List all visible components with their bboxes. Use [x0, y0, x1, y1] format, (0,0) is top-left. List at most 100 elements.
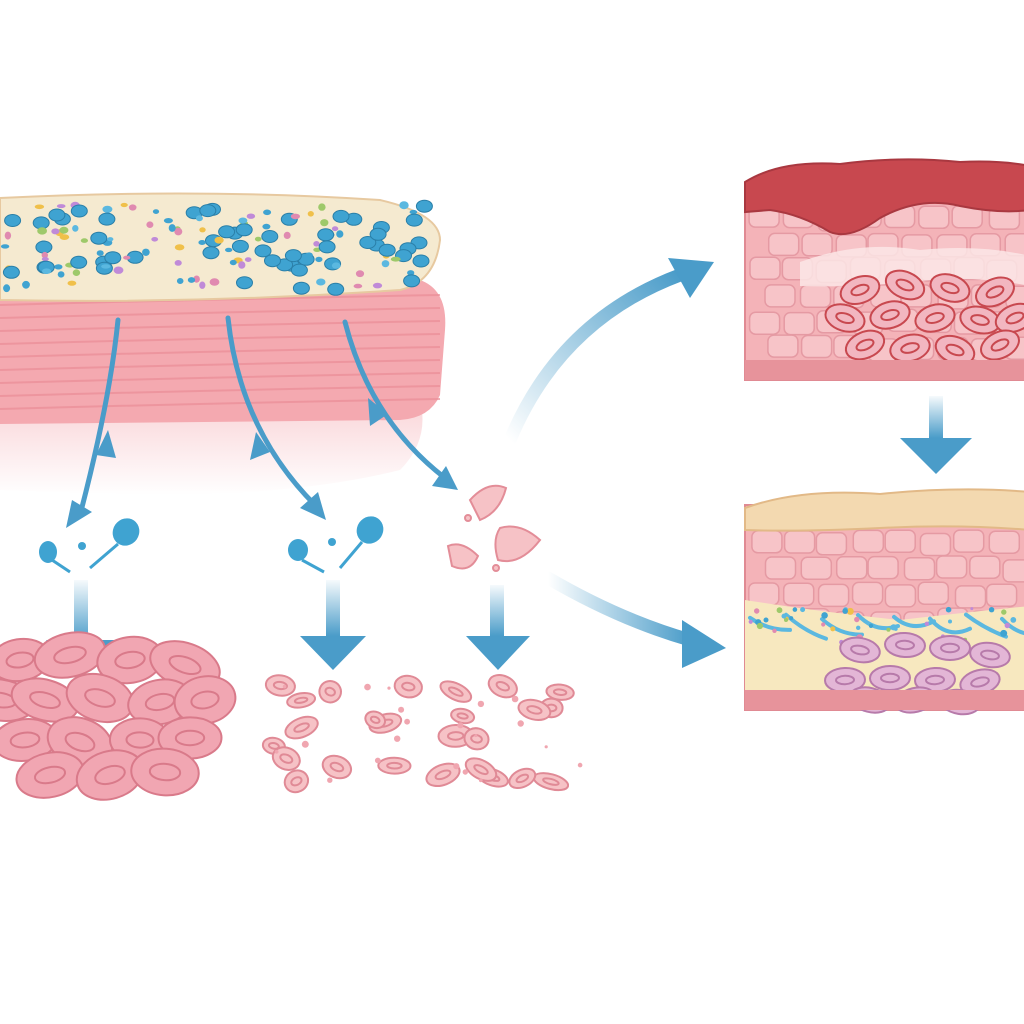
- block-arrows: [66, 315, 458, 528]
- purple-cell: [824, 666, 866, 694]
- dense-cell-center: [125, 731, 155, 749]
- purple-cell-center: [940, 642, 960, 654]
- scattered-cell-center: [495, 680, 511, 692]
- cell-debris: [398, 706, 405, 713]
- surface-particle: [317, 228, 335, 242]
- matrix-particle: [754, 608, 760, 614]
- tissue-stripe: [0, 307, 441, 319]
- surface-particle: [415, 199, 433, 213]
- red-cell: [975, 276, 1015, 308]
- red-cell: [889, 333, 931, 363]
- scattered-cell-center: [542, 777, 560, 786]
- cell-debris: [394, 735, 401, 742]
- matrix-particle: [800, 607, 806, 613]
- mesh-cell: [815, 532, 848, 556]
- surface-particle: [403, 274, 421, 288]
- surface-particle: [336, 230, 344, 238]
- red-cell-center: [850, 283, 870, 297]
- matrix-particle: [1010, 617, 1017, 623]
- matrix-particle: [789, 616, 794, 621]
- surface-particle: [174, 227, 183, 236]
- matrix-particle: [1000, 629, 1008, 637]
- red-cell-center: [855, 338, 875, 352]
- cell-debris: [464, 514, 472, 522]
- cell-debris: [457, 722, 464, 729]
- red-cell: [914, 303, 956, 333]
- matrix-particle: [784, 618, 788, 622]
- tissue-block-stripes: [0, 294, 441, 410]
- surface-particle: [32, 216, 50, 230]
- scattered-cell-body: [487, 674, 518, 699]
- cell-fragment: [446, 543, 480, 570]
- tissue-stripe: [0, 333, 441, 345]
- surface-particle: [59, 226, 69, 234]
- dense-cell: [157, 716, 223, 760]
- cell-debris: [374, 757, 381, 764]
- surface-particle: [316, 278, 326, 286]
- matrix-particle: [776, 607, 783, 614]
- scattered-cell: [271, 746, 301, 771]
- mesh-cell: [799, 284, 832, 309]
- surface-particle: [72, 225, 79, 232]
- purple-cell-body: [839, 636, 881, 664]
- surface-particle: [199, 281, 206, 289]
- scattered-cell-body: [377, 756, 412, 775]
- cell-debris: [477, 700, 485, 708]
- red-cell: [884, 269, 926, 301]
- cell-debris: [387, 686, 391, 690]
- mesh-cell: [884, 529, 916, 554]
- surface-particle: [372, 282, 383, 289]
- scattered-cell-center: [369, 715, 381, 724]
- surface-particle: [120, 202, 128, 208]
- surface-particle: [48, 208, 66, 222]
- red-cell-center: [1005, 311, 1024, 325]
- dense-cell-center: [29, 691, 61, 709]
- surface-particle: [113, 266, 124, 274]
- droplet-tail: [301, 558, 325, 574]
- arrow-head-middle-down: [300, 636, 366, 670]
- dense-cell-mass: [0, 631, 237, 801]
- red-cell-body: [929, 273, 971, 303]
- scattered-cell: [532, 772, 570, 792]
- surface-particle: [254, 236, 262, 242]
- surface-particle: [254, 244, 272, 258]
- scattered-cells-right: [425, 674, 583, 792]
- matrix-particle: [748, 619, 753, 624]
- cell-debris: [453, 763, 460, 770]
- scattered-cell: [264, 674, 296, 697]
- surface-particle: [54, 264, 63, 270]
- purple-cell-center: [850, 644, 870, 656]
- surface-particle: [261, 230, 279, 243]
- scattered-cell: [439, 680, 473, 703]
- mesh-cell: [952, 529, 985, 553]
- cell-debris: [492, 564, 500, 572]
- surface-particle: [331, 262, 341, 269]
- surface-particle: [151, 237, 159, 242]
- surface-particle: [72, 269, 81, 277]
- scattered-cell: [283, 769, 310, 794]
- red-cell-body: [839, 274, 881, 306]
- surface-particle: [399, 201, 409, 210]
- arrow-head-to-inflamed: [668, 258, 714, 298]
- cell-debris: [474, 734, 478, 738]
- arrow-head-up-left-1: [96, 430, 116, 458]
- arrow-head-down-left-1: [66, 500, 92, 528]
- mesh-cell: [764, 556, 797, 580]
- cell-debris: [274, 749, 279, 754]
- surface-particle: [327, 282, 345, 296]
- purple-cell-body: [884, 631, 926, 659]
- healed-tissue-panel: [744, 488, 1024, 716]
- cell-fragment: [468, 484, 508, 522]
- surface-particle: [262, 223, 271, 230]
- scattered-cell-body: [439, 680, 473, 703]
- scattered-cell-body: [393, 674, 423, 699]
- surface-particle: [355, 270, 365, 278]
- mesh-cell: [985, 583, 1018, 608]
- red-cell: [980, 329, 1020, 361]
- cell-debris: [544, 745, 548, 749]
- purple-cell-center: [880, 672, 900, 684]
- scattered-cell-center: [526, 705, 543, 715]
- mesh-cell: [835, 556, 868, 580]
- surface-particle: [4, 214, 22, 227]
